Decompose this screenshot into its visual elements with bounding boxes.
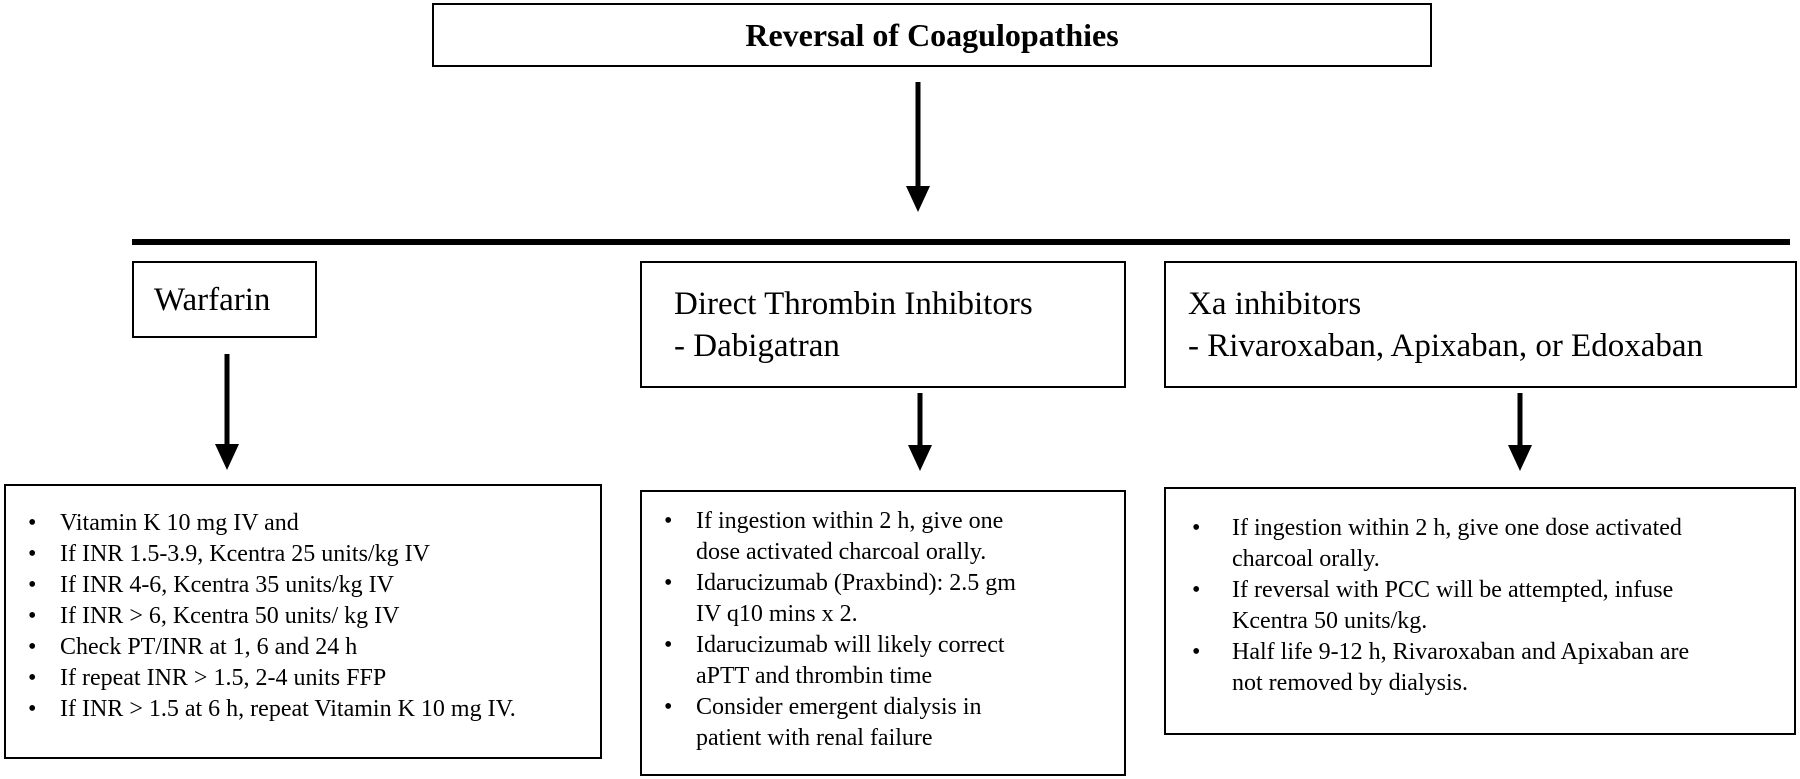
warfarin-heading-box: Warfarin: [132, 261, 317, 338]
dti-down-arrow: [908, 393, 932, 471]
dti-heading-line-2: - Dabigatran: [674, 328, 840, 364]
diagram-title-box: Reversal of Coagulopathies: [432, 3, 1432, 67]
dti-list-box: If ingestion within 2 h, give one dose a…: [640, 490, 1126, 776]
list-item: If repeat INR > 1.5, 2-4 units FFP: [16, 663, 600, 694]
warfarin-list-box: Vitamin K 10 mg IV and If INR 1.5-3.9, K…: [4, 484, 602, 759]
dti-heading-line-1: Direct Thrombin Inhibitors: [674, 286, 1033, 322]
list-item: If INR > 1.5 at 6 h, repeat Vitamin K 10…: [16, 694, 600, 725]
diagram-title: Reversal of Coagulopathies: [745, 16, 1119, 53]
xa-heading-box: Xa inhibitors - Rivaroxaban, Apixaban, o…: [1164, 261, 1797, 388]
branch-line: [132, 239, 1790, 245]
xa-heading-line-2: - Rivaroxaban, Apixaban, or Edoxaban: [1188, 328, 1704, 364]
title-down-arrow: [906, 82, 930, 212]
list-item: If ingestion within 2 h, give one dose a…: [652, 506, 1124, 568]
xa-list-box: If ingestion within 2 h, give one dose a…: [1164, 487, 1796, 735]
warfarin-list: Vitamin K 10 mg IV and If INR 1.5-3.9, K…: [16, 508, 600, 725]
xa-list: If ingestion within 2 h, give one dose a…: [1180, 513, 1794, 699]
xa-down-arrow: [1508, 393, 1532, 471]
list-item: If INR 1.5-3.9, Kcentra 25 units/kg IV: [16, 539, 600, 570]
list-item: Idarucizumab will likely correct aPTT an…: [652, 630, 1124, 692]
dti-heading-box: Direct Thrombin Inhibitors - Dabigatran: [640, 261, 1126, 388]
warfarin-heading: Warfarin: [154, 281, 271, 318]
list-item: Idarucizumab (Praxbind): 2.5 gm IV q10 m…: [652, 568, 1124, 630]
list-item: If INR 4-6, Kcentra 35 units/kg IV: [16, 570, 600, 601]
list-item: If reversal with PCC will be attempted, …: [1180, 575, 1794, 637]
dti-list: If ingestion within 2 h, give one dose a…: [652, 506, 1124, 754]
list-item: Vitamin K 10 mg IV and: [16, 508, 600, 539]
list-item: Half life 9-12 h, Rivaroxaban and Apixab…: [1180, 637, 1794, 699]
list-item: Check PT/INR at 1, 6 and 24 h: [16, 632, 600, 663]
list-item: Consider emergent dialysis in patient wi…: [652, 692, 1124, 754]
xa-heading-line-1: Xa inhibitors: [1188, 286, 1362, 322]
warfarin-down-arrow: [215, 354, 239, 470]
list-item: If INR > 6, Kcentra 50 units/ kg IV: [16, 601, 600, 632]
list-item: If ingestion within 2 h, give one dose a…: [1180, 513, 1794, 575]
